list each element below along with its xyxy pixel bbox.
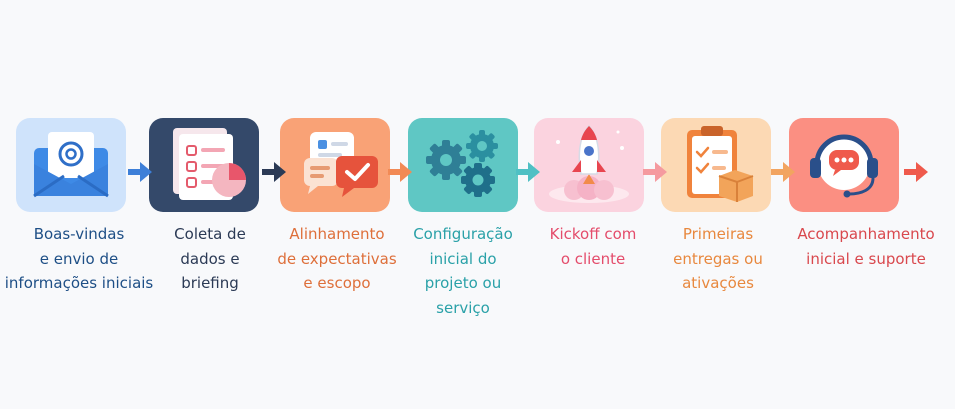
chat-bubbles-icon bbox=[280, 118, 390, 212]
arrow-right-icon bbox=[262, 162, 286, 182]
rocket-icon bbox=[534, 118, 644, 212]
arrow-2-3 bbox=[262, 161, 286, 183]
arrow-right-icon bbox=[388, 162, 412, 182]
step-3-tile bbox=[280, 118, 390, 212]
arrow-right-icon bbox=[516, 162, 540, 182]
checklist-chart-icon bbox=[149, 118, 259, 212]
step-2-label-line: briefing bbox=[181, 274, 239, 292]
step-4-label-line: serviço bbox=[436, 298, 490, 317]
step-7-tile bbox=[789, 118, 899, 212]
step-4-label-line: inicial do bbox=[429, 249, 497, 268]
step-6-label: Primeiras entregas ou ativações bbox=[648, 222, 788, 296]
step-1-label-line: informações iniciais bbox=[4, 274, 154, 292]
arrow-5-6 bbox=[643, 161, 667, 183]
envelope-icon bbox=[16, 118, 126, 212]
step-5-label: Kickoff com o cliente bbox=[523, 222, 663, 271]
arrow-right-icon bbox=[128, 162, 152, 182]
step-3-label: Alinhamento de expectativas e escopo bbox=[267, 222, 407, 296]
arrow-4-5 bbox=[516, 161, 540, 183]
step-4-tile bbox=[408, 118, 518, 212]
step-1-label: Boas-vindas e envio de informações inici… bbox=[5, 222, 154, 296]
arrow-right-icon bbox=[643, 162, 667, 182]
step-1-label-line: Boas-vindas bbox=[33, 225, 125, 243]
step-7-label: Acompanhamento inicial e suporte bbox=[786, 222, 946, 271]
step-2-tile bbox=[149, 118, 259, 212]
step-3-label-line: de expectativas bbox=[277, 249, 397, 268]
step-6-tile bbox=[661, 118, 771, 212]
step-6-label-line: Primeiras bbox=[682, 225, 754, 243]
step-4-label-line: Configuração bbox=[413, 225, 513, 243]
arrow-3-4 bbox=[388, 161, 412, 183]
step-4-label: Configuração inicial do projeto ou servi… bbox=[393, 222, 533, 320]
arrow-right-icon bbox=[771, 162, 795, 182]
step-5-label-line: o cliente bbox=[560, 249, 626, 268]
arrow-1-2 bbox=[128, 161, 152, 183]
step-7-label-line: inicial e suporte bbox=[806, 249, 926, 268]
step-3-label-line: Alinhamento bbox=[289, 225, 385, 243]
arrow-end bbox=[904, 161, 928, 183]
step-1-tile bbox=[16, 118, 126, 212]
gears-icon bbox=[408, 118, 518, 212]
step-6-label-line: entregas ou bbox=[673, 249, 763, 268]
step-7-label-line: Acompanhamento bbox=[797, 225, 935, 243]
step-2-label-line: Coleta de bbox=[174, 225, 246, 243]
arrow-6-7 bbox=[771, 161, 795, 183]
step-1-label-line: e envio de bbox=[39, 249, 119, 268]
step-3-label-line: e escopo bbox=[303, 274, 371, 292]
step-2-label-line: dados e bbox=[180, 249, 240, 268]
clipboard-box-icon bbox=[661, 118, 771, 212]
step-2-label: Coleta de dados e briefing bbox=[140, 222, 280, 296]
arrow-right-icon bbox=[904, 162, 928, 182]
headset-support-icon bbox=[789, 118, 899, 212]
step-6-label-line: ativações bbox=[682, 274, 754, 292]
step-4-label-line: projeto ou bbox=[424, 274, 502, 292]
step-5-tile bbox=[534, 118, 644, 212]
step-5-label-line: Kickoff com bbox=[549, 225, 637, 243]
